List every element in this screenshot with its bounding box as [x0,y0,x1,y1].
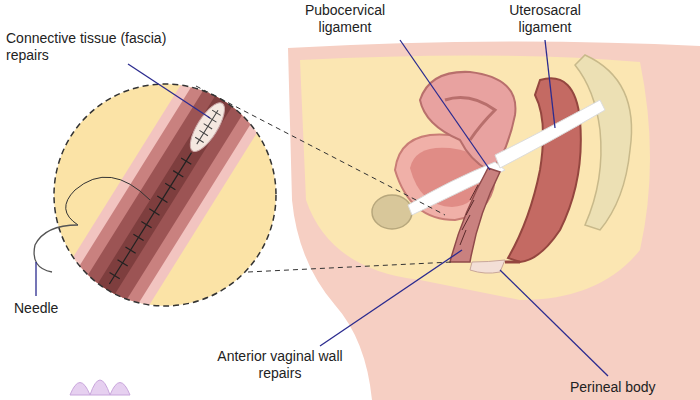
part-label: Anterior vaginal wall repairs [205,348,355,382]
pelvic-cavity [300,55,650,300]
perineal-body [470,260,505,273]
inset-tissue [50,40,285,342]
needle-symbol [34,225,78,272]
uterine-cavity [445,98,495,140]
vaginal-canal [450,168,500,262]
part-label: Connective tissue (fascia) repairs [6,30,176,64]
part-label: Uterosacral ligament [500,2,590,36]
sacrum [575,55,632,230]
uterosacral-ligament [495,100,605,168]
inset-border [54,84,276,306]
part-label: Perineal body [570,379,696,396]
part-label: Needle [14,300,84,317]
part-label: Pubocervical ligament [290,2,400,36]
zoom-line [248,262,452,272]
pubic-bone [372,195,412,229]
leader-lines [36,40,608,376]
anterior-wall-repair [460,185,478,245]
suture-thread [66,177,150,225]
body-silhouette [288,41,700,400]
rectum [508,78,581,262]
lotus-mark [70,380,130,395]
anal-canal [505,261,520,264]
